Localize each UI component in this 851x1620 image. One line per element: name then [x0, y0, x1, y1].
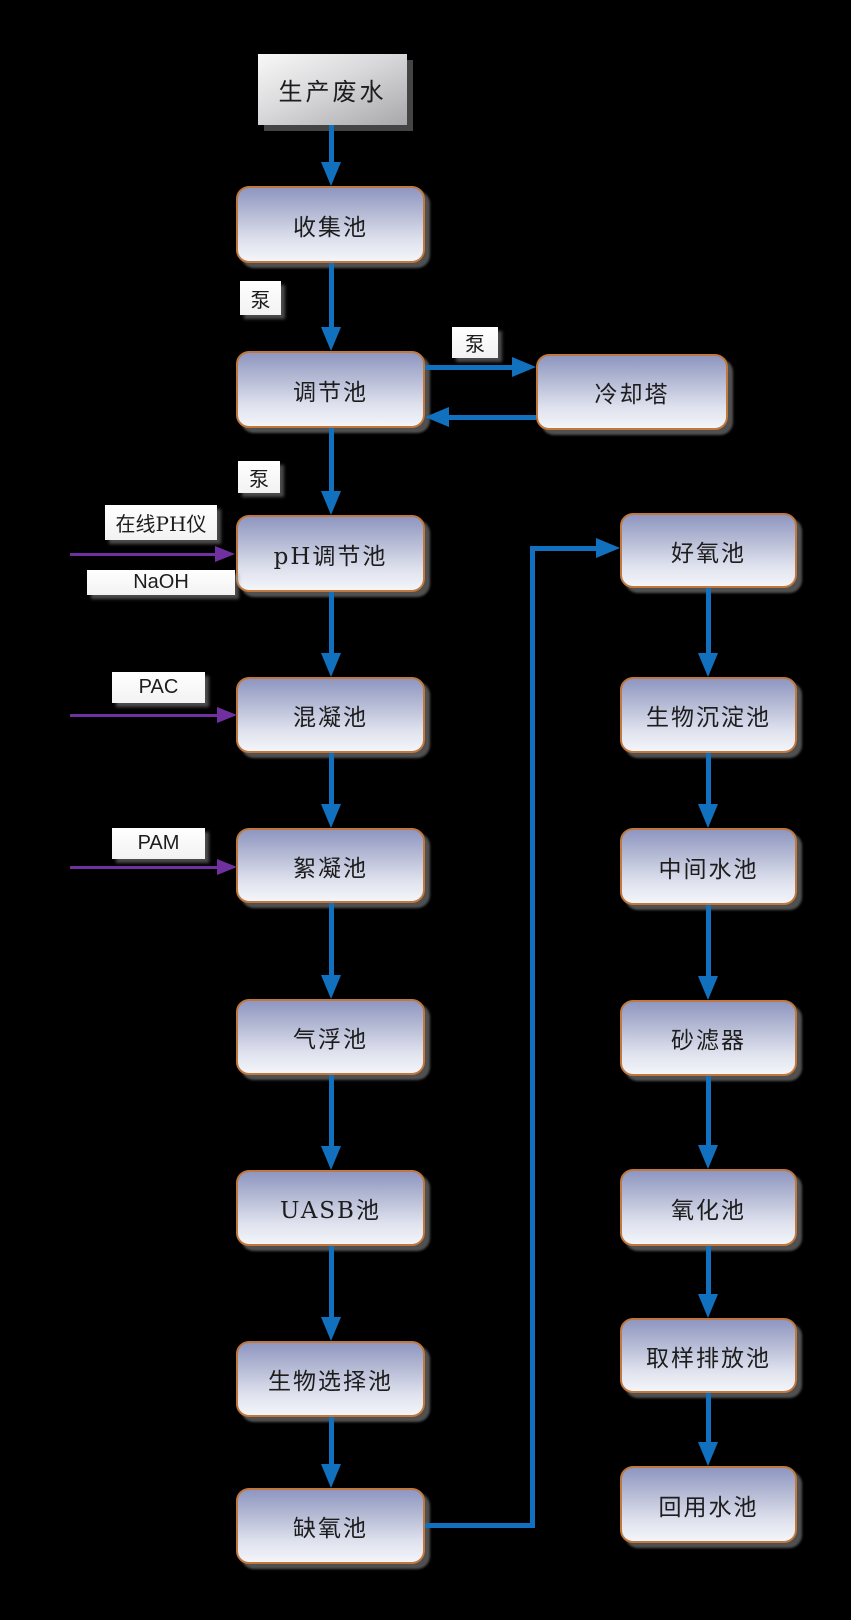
arrow-pam-dosing: [70, 859, 237, 875]
arrow-pac-dosing: [70, 707, 237, 723]
arrow-source-to-collection: [321, 125, 341, 186]
arrow-oxidation-to-sampling: [698, 1246, 718, 1318]
connector-anoxic-to-aerobic-bottom: [425, 1523, 535, 1528]
pac-label: PAC: [112, 672, 205, 703]
flow-node-sampling-discharge-pool: 取样排放池: [620, 1318, 797, 1393]
flow-node-ph-adjustment-pool: pH调节池: [236, 515, 425, 592]
arrow-naoh-dosing: [70, 546, 235, 562]
arrow-sandfilter-to-oxidation: [698, 1076, 718, 1169]
arrow-equalization-to-ph: [321, 428, 341, 515]
pam-label: PAM: [112, 828, 205, 859]
flow-node-flocculation-pool: 絮凝池: [236, 828, 425, 903]
flow-node-bio-selector-pool: 生物选择池: [236, 1341, 425, 1417]
flow-node-bio-sedimentation-pool: 生物沉淀池: [620, 677, 797, 753]
arrow-aerobic-to-biosedimentation: [698, 588, 718, 677]
online-ph-meter-label: 在线PH仪: [105, 505, 217, 540]
flow-node-intermediate-water-pool: 中间水池: [620, 828, 797, 905]
connector-anoxic-to-aerobic-riser: [530, 546, 535, 1528]
arrow-coagulation-to-flocculation: [321, 753, 341, 828]
flow-node-sand-filter: 砂滤器: [620, 1000, 797, 1076]
arrow-bioselector-to-anoxic: [321, 1417, 341, 1488]
flow-node-production-wastewater: 生产废水: [258, 54, 407, 125]
arrow-intermediate-to-sandfilter: [698, 905, 718, 1000]
arrow-equalization-to-cooling: [425, 357, 536, 377]
flow-node-coagulation-pool: 混凝池: [236, 677, 425, 753]
arrow-ph-to-coagulation: [321, 592, 341, 677]
flow-node-collection-pool: 收集池: [236, 186, 425, 263]
arrow-uasb-to-bioselector: [321, 1246, 341, 1341]
flow-node-reuse-water-pool: 回用水池: [620, 1466, 797, 1543]
connector-anoxic-to-aerobic-arrowhead: [596, 538, 620, 558]
naoh-label: NaOH: [87, 570, 235, 595]
arrow-biosedimentation-to-intermediate: [698, 753, 718, 828]
arrow-collection-to-equalization: [321, 263, 341, 351]
pump-label-2: 泵: [452, 327, 498, 358]
flow-node-equalization-pool: 调节池: [236, 351, 425, 428]
arrow-flotation-to-uasb: [321, 1075, 341, 1170]
pump-label-1: 泵: [240, 281, 281, 315]
flow-node-cooling-tower: 冷却塔: [536, 354, 728, 430]
arrow-flocculation-to-flotation: [321, 903, 341, 999]
flow-node-anoxic-pool: 缺氧池: [236, 1488, 425, 1564]
arrow-sampling-to-reuse: [698, 1393, 718, 1466]
flow-node-air-flotation-pool: 气浮池: [236, 999, 425, 1075]
arrow-cooling-to-equalization: [425, 407, 536, 427]
flow-node-aerobic-pool: 好氧池: [620, 513, 797, 588]
pump-label-3: 泵: [238, 461, 280, 493]
flow-node-uasb-pool: UASB池: [236, 1170, 425, 1246]
connector-anoxic-to-aerobic-top: [535, 546, 597, 551]
flow-node-oxidation-pool: 氧化池: [620, 1169, 797, 1246]
